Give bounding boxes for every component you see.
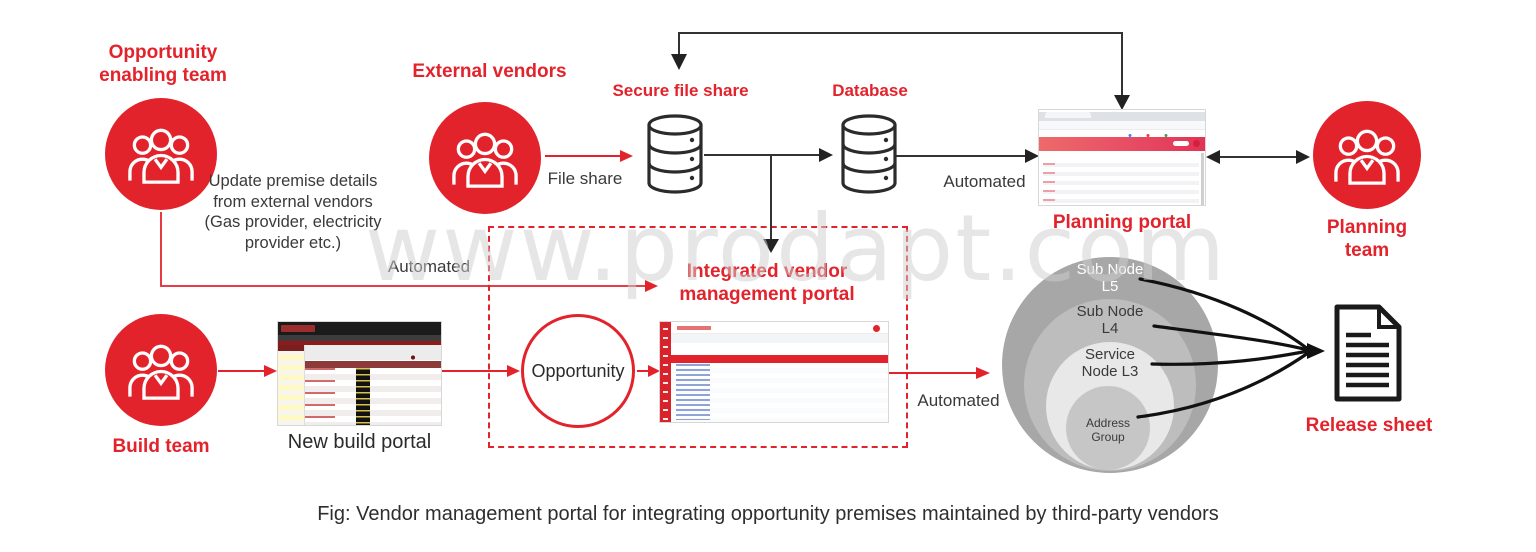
ivmp-dashed-boundary <box>488 226 908 448</box>
note-update-premise: Update premise details from external ven… <box>204 172 382 252</box>
portal-alert-bar <box>278 341 441 345</box>
release-sheet-node <box>1331 303 1405 408</box>
label-database: Database <box>832 81 908 100</box>
arrowhead-down-planning-portal <box>1114 95 1130 110</box>
label-opportunity: Opportunity <box>531 360 625 381</box>
browser-bookmarks-bar <box>1039 130 1205 137</box>
build-team-node <box>105 314 217 426</box>
label-secure-file-share: Secure file share <box>612 81 749 100</box>
browser-url-bar <box>1039 121 1205 130</box>
team-people-icon <box>1334 129 1400 185</box>
team-people-icon <box>128 344 194 400</box>
arrowhead-rings <box>976 367 990 379</box>
database-cylinder-icon <box>841 114 897 194</box>
watermark: www.prodapt.com <box>365 195 1227 302</box>
label-release-sheet: Release sheet <box>1305 415 1433 436</box>
document-icon <box>1334 304 1402 402</box>
ring-label-sub-node-l4: Sub Node L4 <box>1076 303 1144 338</box>
opportunity-enabling-team-node <box>105 98 217 210</box>
label-planning-team: Planning team <box>1326 217 1408 261</box>
portal-table-area <box>1039 151 1205 205</box>
label-file-share: File share <box>547 169 623 188</box>
figure-caption: Fig: Vendor management portal for integr… <box>317 503 1219 525</box>
portal-header-banner <box>1039 137 1205 151</box>
ring-address-group <box>1066 386 1150 470</box>
portal-topbar <box>671 322 888 334</box>
new-build-portal-screenshot <box>278 322 441 425</box>
label-automated-right: Automated <box>917 391 1000 410</box>
portal-header <box>278 322 441 335</box>
label-automated-top: Automated <box>943 172 1026 191</box>
ring-label-service-node-l3: Service Node L3 <box>1081 346 1139 381</box>
portal-sidebar <box>660 322 671 422</box>
portal-subheader <box>671 334 888 343</box>
portal-subheader <box>278 335 441 341</box>
planning-portal-screenshot <box>1039 110 1205 205</box>
label-new-build-portal: New build portal <box>287 431 432 453</box>
portal-body <box>278 345 441 425</box>
arrowhead-down-secure-file-share <box>671 54 687 70</box>
portal-status-legend <box>671 343 888 352</box>
arrowhead-database <box>819 148 833 162</box>
label-planning-portal: Planning portal <box>1052 212 1192 233</box>
ivmp-screenshot <box>660 322 888 422</box>
database-cylinder-icon <box>647 114 703 194</box>
opportunity-node: Opportunity <box>521 314 635 428</box>
label-build-team: Build team <box>112 436 210 457</box>
label-opportunity-enabling-team: Opportunity enabling team <box>99 42 227 86</box>
arrowhead-sfs <box>620 150 633 162</box>
arrowhead-release-sheet <box>1307 343 1325 359</box>
ring-label-sub-node-l5: Sub Node L5 <box>1076 261 1144 296</box>
ring-label-address-group: Address Group <box>1085 416 1131 444</box>
label-external-vendors: External vendors <box>412 61 567 82</box>
portal-link-column <box>676 364 710 420</box>
team-people-icon <box>128 128 194 184</box>
external-vendors-node <box>429 102 541 214</box>
browser-tab-strip <box>1039 112 1205 121</box>
secure-file-share-node <box>644 113 706 200</box>
team-people-icon <box>452 132 518 188</box>
portal-table-header <box>671 355 888 363</box>
arrowhead-nbp <box>264 365 277 377</box>
label-ivmp: Integrated vendor management portal <box>679 261 855 305</box>
database-node <box>838 113 900 200</box>
arrowhead-pp <box>1025 149 1039 163</box>
planning-team-node <box>1313 101 1421 209</box>
arrowhead-team <box>1296 150 1310 164</box>
arrowhead-pp-left <box>1206 150 1220 164</box>
